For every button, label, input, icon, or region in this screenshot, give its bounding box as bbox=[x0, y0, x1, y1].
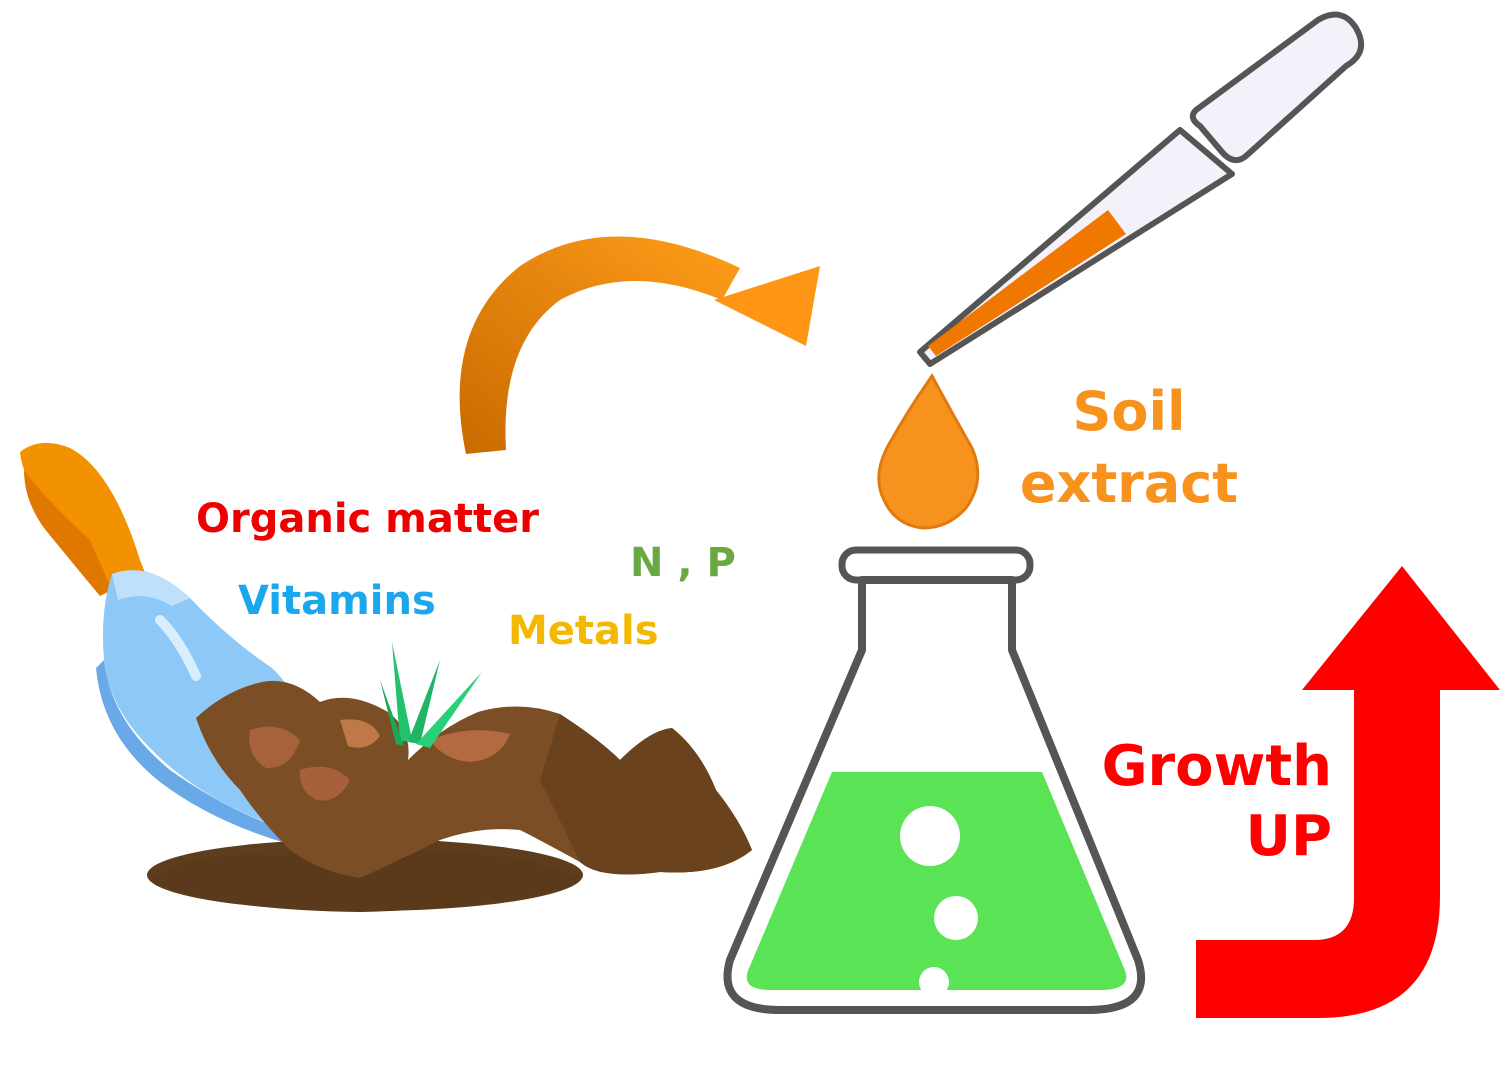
soil-extract-line-2: extract bbox=[1019, 452, 1239, 515]
pipette-icon bbox=[917, 11, 1365, 367]
drop-icon bbox=[877, 373, 980, 530]
growth-up-line-1: Growth bbox=[1101, 734, 1332, 799]
up-arrow-icon bbox=[1196, 566, 1500, 1018]
metals-label: Metals bbox=[508, 608, 659, 654]
soil-extract-line-1: Soil bbox=[1072, 380, 1186, 443]
soil-extract-label: Soil extract bbox=[1004, 376, 1254, 520]
bubble-small bbox=[919, 967, 949, 997]
organic-matter-label: Organic matter bbox=[196, 496, 539, 542]
grass-icon bbox=[380, 642, 482, 748]
n-p-label: N , P bbox=[630, 540, 736, 586]
soil-clumps bbox=[196, 680, 752, 878]
growth-up-line-2: UP bbox=[1245, 804, 1332, 869]
erlenmeyer-flask-icon bbox=[723, 546, 1146, 1014]
bubble-large bbox=[900, 806, 960, 866]
growth-up-label: Growth UP bbox=[1078, 732, 1332, 872]
bubble-medium bbox=[934, 896, 978, 940]
curved-arrow-icon bbox=[459, 236, 820, 454]
vitamins-label: Vitamins bbox=[238, 578, 436, 624]
